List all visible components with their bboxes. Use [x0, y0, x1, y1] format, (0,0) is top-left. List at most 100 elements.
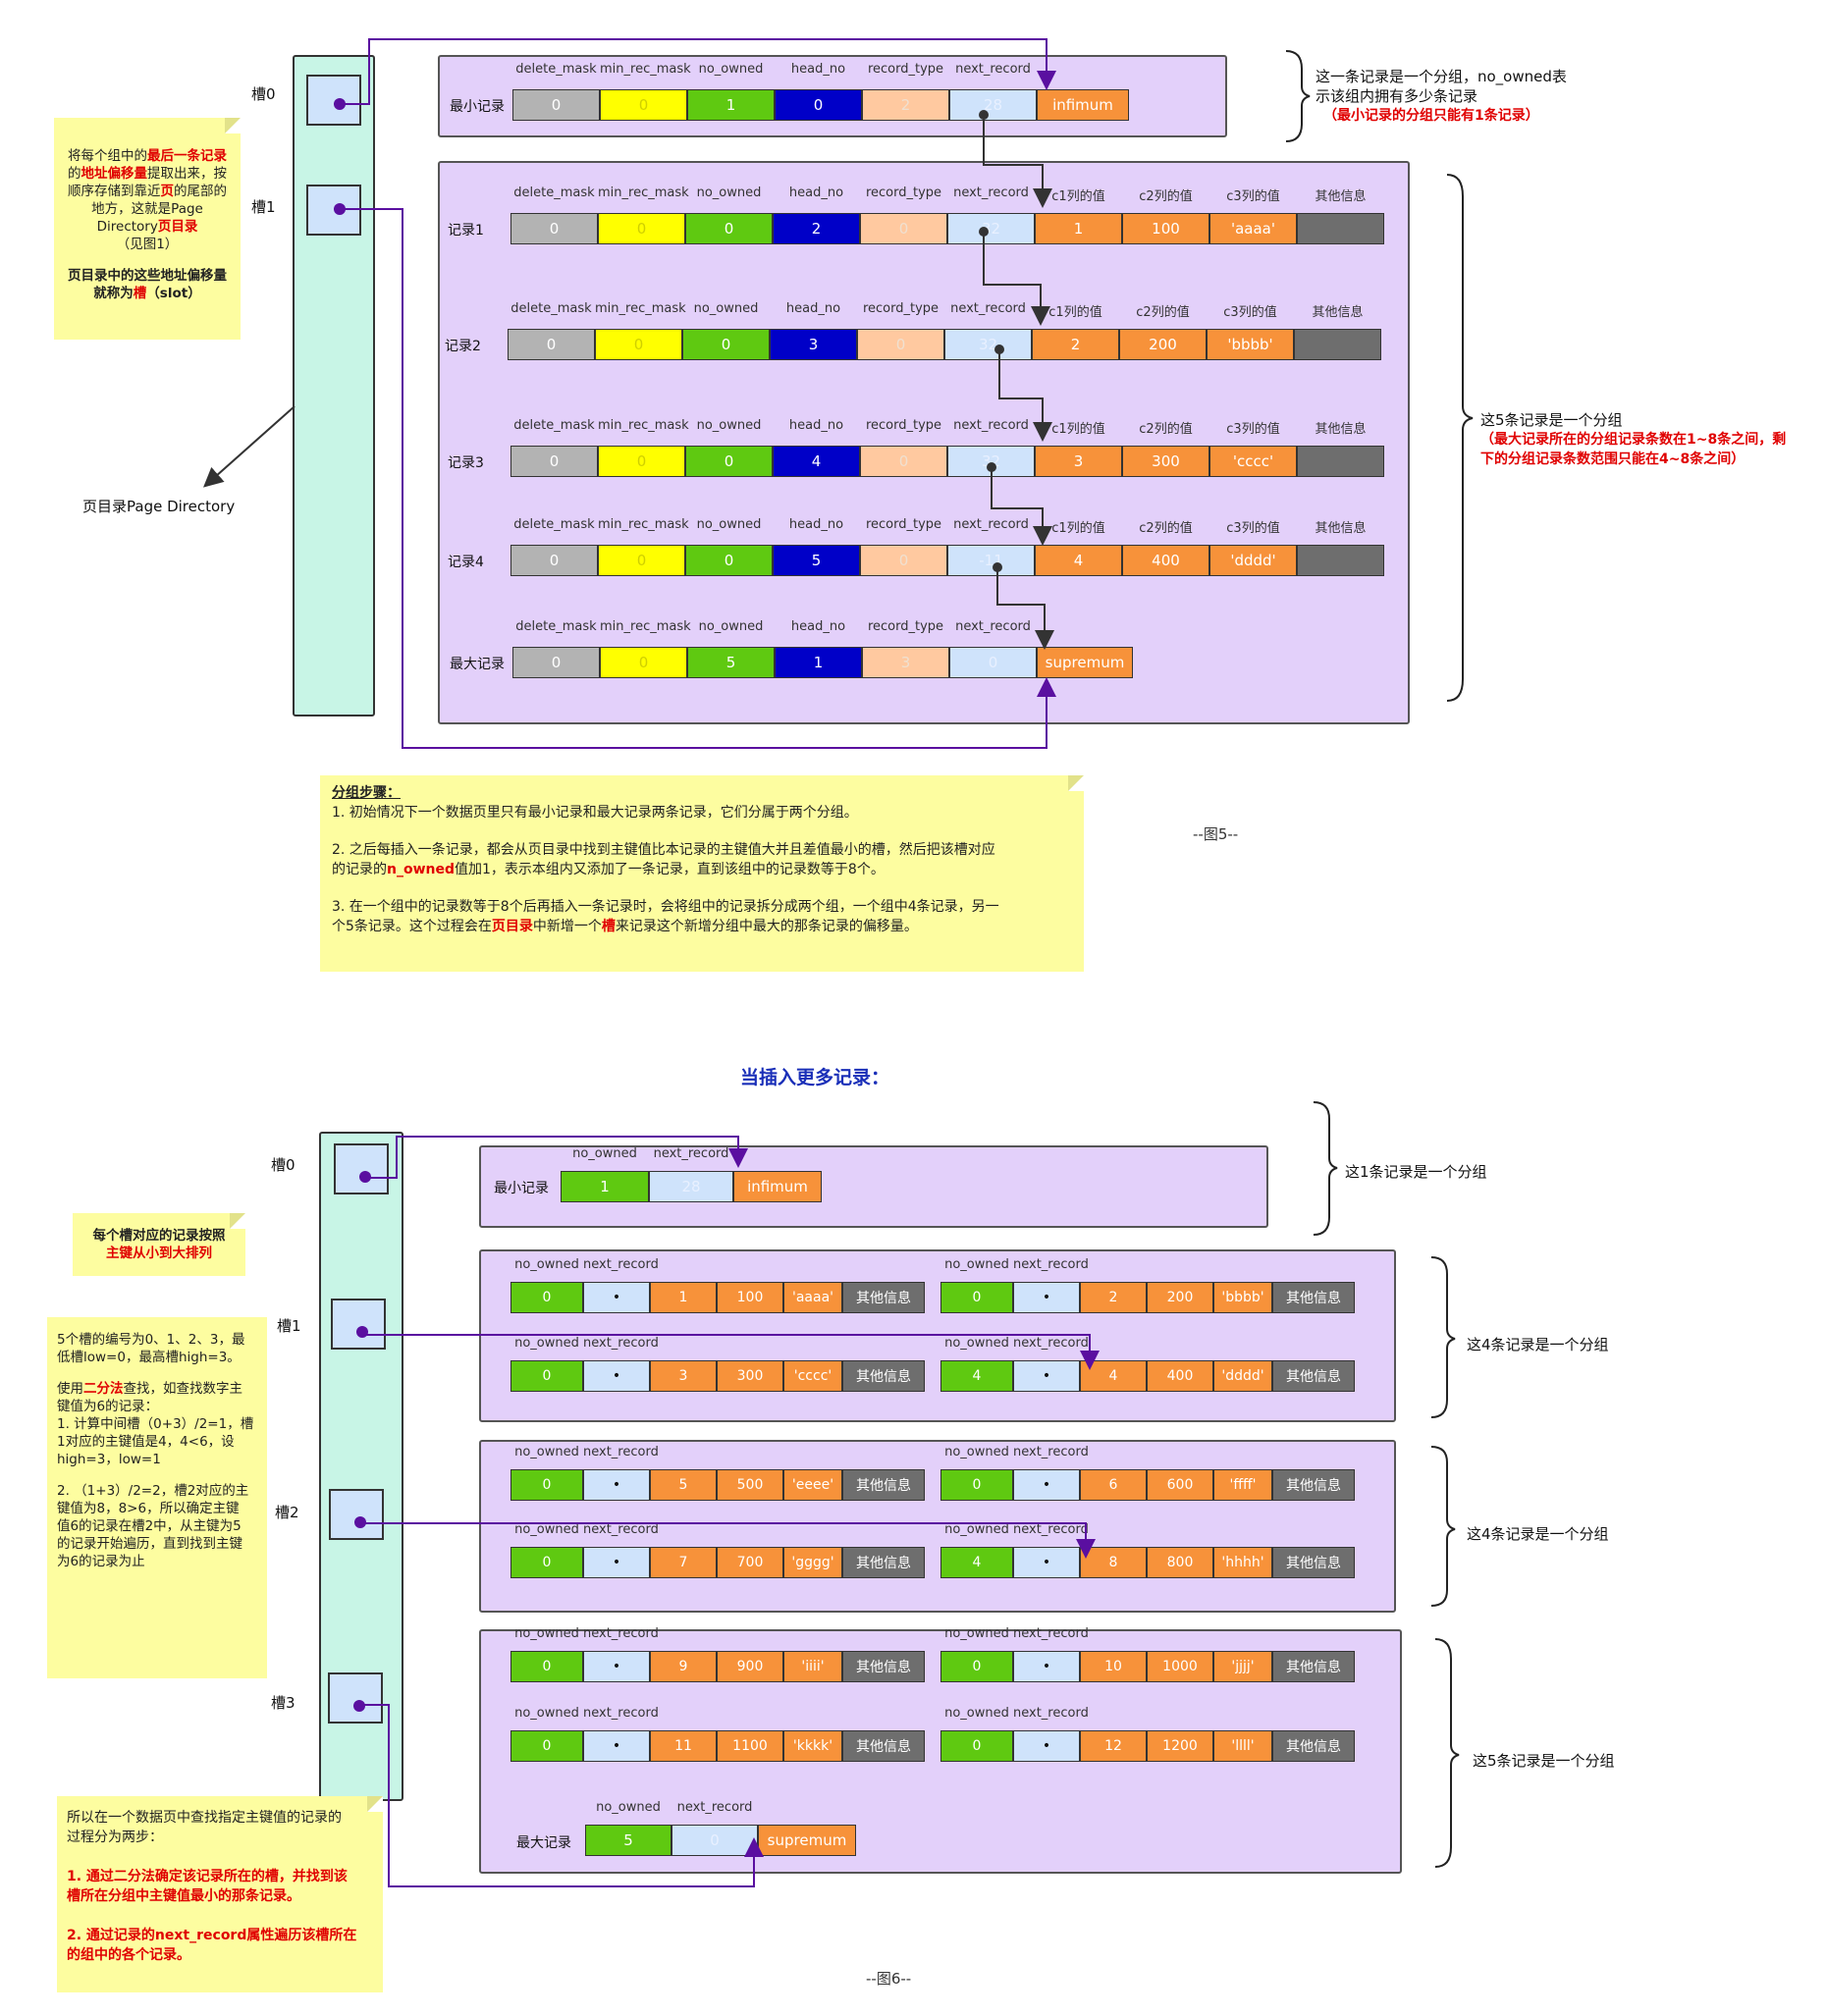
group-note-0-fig6: 这1条记录是一个分组	[1345, 1163, 1487, 1181]
note-line: 所以在一个数据页中查找指定主键值的记录的	[67, 1810, 342, 1826]
field-header: no_owned	[696, 517, 762, 532]
field-header: 其他信息	[1315, 521, 1367, 536]
record-label: 记录2	[445, 339, 481, 354]
note-line: 1对应的主键值是4，4<6，设	[57, 1434, 235, 1450]
record-field: •	[583, 1730, 650, 1762]
record-field: 'dddd'	[1209, 545, 1297, 576]
record-field: 4	[940, 1360, 1013, 1392]
record-field: 'aaaa'	[783, 1282, 842, 1313]
record-field: •	[583, 1360, 650, 1392]
record-field: 0	[598, 446, 685, 477]
record-field: 0	[949, 647, 1037, 678]
record-label: 记录1	[448, 223, 484, 239]
note-hl: 页目录	[157, 219, 198, 235]
record-field: 32	[944, 329, 1032, 360]
slot2-fig6[interactable]	[329, 1489, 384, 1540]
record-field: supremum	[758, 1825, 856, 1856]
group-steps-note: 分组步骤： 1. 初始情况下一个数据页里只有最小记录和最大记录两条记录，它们分属…	[320, 775, 1084, 972]
record-field: 0	[671, 1825, 758, 1856]
record-field: infimum	[733, 1171, 822, 1202]
note-line: 主键从小到大排列	[106, 1246, 212, 1261]
record-field: 5	[773, 545, 860, 576]
slot2-label-fig6: 槽2	[275, 1504, 299, 1521]
record-field: 4	[940, 1547, 1013, 1578]
field-header: next_record	[583, 1626, 659, 1641]
note-line: 1. 计算中间槽（0+3）/2=1，槽	[57, 1416, 254, 1432]
record-field: 200	[1119, 329, 1207, 360]
slot3-pointer-fig6	[353, 1700, 365, 1712]
field-header: min_rec_mask	[600, 619, 691, 634]
step-3d: 中新增一个	[532, 919, 602, 934]
record-field: 28	[649, 1171, 733, 1202]
slot3-label-fig6: 槽3	[271, 1694, 295, 1712]
brace-3-fig6	[1434, 1638, 1460, 1868]
record-field: 800	[1147, 1547, 1213, 1578]
record-field: 0	[510, 1651, 583, 1682]
field-header: no_owned	[693, 301, 759, 316]
record-field: 300	[1122, 446, 1209, 477]
note-line: （最小记录的分组只能有1条记录）	[1323, 108, 1539, 124]
record-field: 0	[600, 647, 687, 678]
record-field: 0	[940, 1730, 1013, 1762]
record-field: •	[1013, 1469, 1080, 1501]
field-header: next_record	[583, 1445, 659, 1459]
group-note-3-fig6: 这5条记录是一个分组	[1473, 1752, 1615, 1770]
field-header: head_no	[790, 62, 846, 77]
record-field: 0	[940, 1651, 1013, 1682]
record-field: 32	[947, 446, 1035, 477]
note-line: 过程分为两步：	[67, 1830, 163, 1845]
field-header: next_record	[955, 62, 1031, 77]
field-header: next_record	[1013, 1706, 1089, 1721]
record-field: 0	[510, 1282, 583, 1313]
record-field: •	[583, 1469, 650, 1501]
record-field: 0	[512, 647, 600, 678]
field-header: head_no	[785, 301, 841, 316]
record-field: 400	[1122, 545, 1209, 576]
record-field: 3	[650, 1360, 717, 1392]
slot0-label-fig6: 槽0	[271, 1156, 295, 1174]
record-field: 'llll'	[1213, 1730, 1272, 1762]
field-header: no_owned	[514, 1257, 579, 1272]
field-header: c1列的值	[1048, 305, 1102, 320]
note-text: 提取出来，按顺序存储到靠近	[68, 166, 227, 199]
field-header: delete_mask	[513, 517, 595, 532]
record-field: 300	[717, 1360, 783, 1392]
field-header: delete_mask	[510, 301, 592, 316]
field-header: c1列的值	[1051, 189, 1105, 204]
record-field: •	[1013, 1547, 1080, 1578]
slot0-fig6[interactable]	[334, 1143, 389, 1194]
note-hl: 槽	[133, 286, 147, 301]
note-line: 这一条记录是一个分组，no_owned表	[1316, 68, 1567, 85]
record-field: 其他信息	[1272, 1547, 1355, 1578]
note-text: 页目录中的这些地址偏移量就称为	[68, 268, 227, 301]
record-field: 2	[1080, 1282, 1147, 1313]
field-header: no_owned	[944, 1522, 1009, 1537]
record-field: 其他信息	[1272, 1282, 1355, 1313]
slot3-fig6[interactable]	[328, 1672, 383, 1724]
brace-2-fig5	[1446, 174, 1474, 702]
record-field: •	[583, 1547, 650, 1578]
record-field: 'aaaa'	[1209, 213, 1297, 244]
record-field: 其他信息	[842, 1730, 925, 1762]
field-header: next_record	[1013, 1626, 1089, 1641]
record-field: 'jjjj'	[1213, 1651, 1272, 1682]
record-field: 28	[949, 89, 1037, 121]
slot1-fig6[interactable]	[331, 1299, 386, 1350]
record-field: 3	[770, 329, 857, 360]
field-header: no_owned	[698, 62, 764, 77]
record-field: •	[583, 1282, 650, 1313]
record-field: 4	[1035, 545, 1122, 576]
record-field: 其他信息	[842, 1469, 925, 1501]
field-header: next_record	[953, 517, 1029, 532]
note-line: 为6的记录为止	[57, 1554, 145, 1569]
lookup-steps-note: 所以在一个数据页中查找指定主键值的记录的 过程分为两步： 1. 通过二分法确定该…	[57, 1796, 383, 1992]
record-field: •	[1013, 1360, 1080, 1392]
record-field: 200	[1147, 1282, 1213, 1313]
record-field: 其他信息	[842, 1547, 925, 1578]
slot1-pointer-fig5	[334, 203, 346, 215]
record-field: 5	[585, 1825, 671, 1856]
field-header: c2列的值	[1139, 521, 1193, 536]
record-field: 'cccc'	[1209, 446, 1297, 477]
record-field: 'bbbb'	[1207, 329, 1294, 360]
slot1-label-fig5: 槽1	[251, 198, 276, 216]
